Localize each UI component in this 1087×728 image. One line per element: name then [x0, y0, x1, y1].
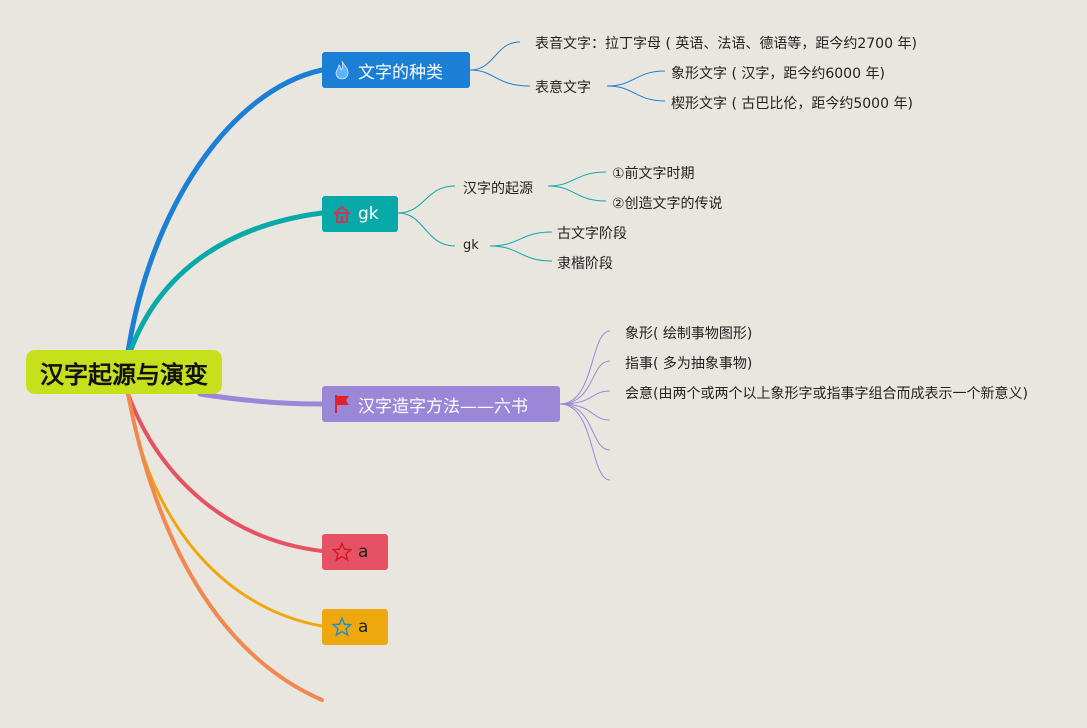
leaf-creation-legend[interactable]: ②创造文字的传说: [612, 196, 723, 212]
star-outline-icon: [332, 616, 352, 637]
link-root-branch3: [197, 391, 325, 407]
house-icon: [332, 204, 352, 224]
leaf-gk[interactable]: gk: [463, 238, 479, 253]
link-root-branch5: [126, 392, 324, 628]
branch-topic-label: 文字的种类: [358, 62, 443, 83]
fire-icon: [332, 60, 352, 80]
leaf-pictogram[interactable]: 象形( 绘制事物图形): [625, 326, 753, 342]
link-root-branch2: [127, 210, 325, 355]
root-topic-label: 汉字起源与演变: [40, 360, 208, 389]
leaf-pre-script-period[interactable]: ①前文字时期: [612, 166, 695, 182]
branch-topic-six-writings[interactable]: 汉字造字方法——六书: [322, 386, 560, 422]
leaf-compound-ideograph[interactable]: 会意(由两个或两个以上象形字或指事字组合而成表示一个新意义): [625, 386, 1028, 402]
leaf-clerical-regular-stage[interactable]: 隶楷阶段: [557, 256, 613, 272]
link-root-branch4: [126, 392, 324, 553]
branch-topic-label: 汉字造字方法——六书: [358, 396, 528, 417]
leaf-pictographic-script[interactable]: 象形文字 ( 汉字，距今约6000 年): [671, 66, 885, 82]
leaf-ideographic-script[interactable]: 表意文字: [535, 80, 591, 96]
link-root-branch6: [126, 392, 324, 702]
branch-topic-gk[interactable]: gk: [322, 196, 398, 232]
branch-topic-text-types[interactable]: 文字的种类: [322, 52, 470, 88]
leaf-ancient-script-stage[interactable]: 古文字阶段: [557, 226, 627, 242]
leaf-indicative[interactable]: 指事( 多为抽象事物): [625, 356, 753, 372]
branch-topic-label: a: [358, 542, 369, 562]
branch-topic-a-red[interactable]: a: [322, 534, 388, 570]
root-topic[interactable]: 汉字起源与演变: [26, 350, 222, 394]
branch-topic-label: a: [358, 617, 369, 637]
star-outline-icon: [332, 541, 352, 562]
branch-topic-a-yellow[interactable]: a: [322, 609, 388, 645]
branch-topic-label: gk: [358, 204, 379, 224]
leaf-cuneiform-script[interactable]: 楔形文字 ( 古巴比伦，距今约5000 年): [671, 96, 913, 112]
link-root-branch1: [125, 67, 325, 355]
leaf-phonetic-script[interactable]: 表音文字：拉丁字母 ( 英语、法语、德语等，距今约2700 年): [535, 36, 917, 52]
flag-icon: [332, 394, 352, 414]
leaf-origin[interactable]: 汉字的起源: [463, 181, 533, 197]
